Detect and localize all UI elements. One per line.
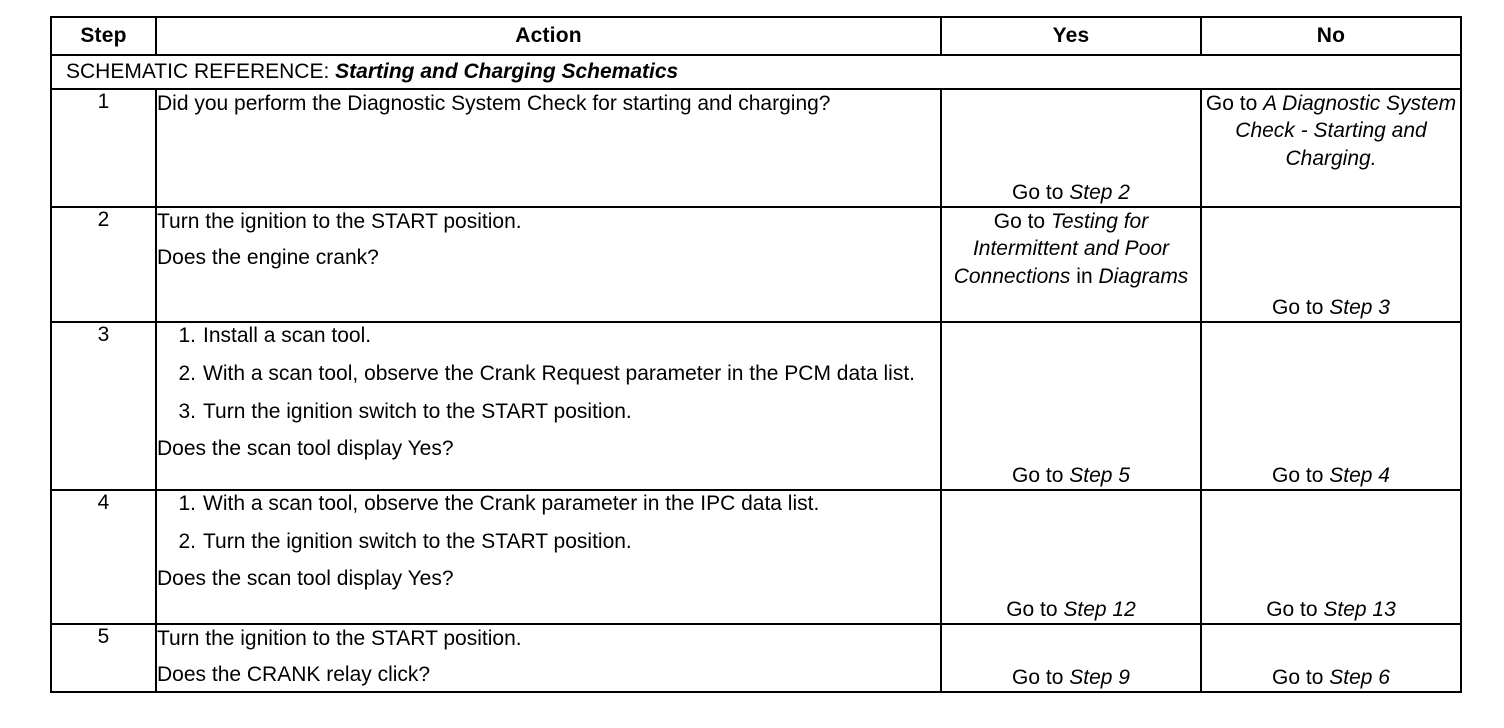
no-prefix: Go to: [1205, 92, 1264, 115]
step-number: 4: [50, 489, 157, 625]
column-header-step: Step: [50, 16, 157, 56]
no-reference: Step 4: [1329, 463, 1390, 487]
yes-reference: Step 5: [1069, 463, 1130, 487]
action-cell: Turn the ignition to the START position.…: [155, 206, 942, 323]
action-text: Turn the ignition to the START position.: [157, 627, 522, 650]
yes-reference: Step 9: [1069, 665, 1130, 689]
list-item: With a scan tool, observe the Crank Requ…: [170, 361, 916, 388]
step-number: 3: [50, 321, 157, 491]
action-cell: With a scan tool, observe the Crank para…: [155, 489, 942, 625]
no-reference: Step 6: [1329, 665, 1390, 689]
action-question: Does the CRANK relay click?: [157, 663, 431, 687]
diagnostic-procedure-table: Step Action Yes No SCHEMATIC REFERENCE: …: [50, 16, 1462, 693]
action-question: Does the scan tool display Yes?: [157, 566, 454, 590]
yes-reference: Step 2: [1069, 180, 1130, 204]
action-step-list: With a scan tool, observe the Crank para…: [157, 491, 940, 556]
yes-reference: Testing for Intermittent and Poor Connec…: [953, 210, 1170, 288]
action-step-list: Install a scan tool. With a scan tool, o…: [157, 323, 940, 426]
list-item: Turn the ignition switch to the START po…: [170, 399, 632, 426]
yes-prefix: Go to: [1006, 597, 1064, 621]
action-question: Does the engine crank?: [157, 246, 379, 270]
table-row: 2 Turn the ignition to the START positio…: [50, 206, 1462, 323]
step-number: 5: [50, 623, 157, 693]
no-cell: Go to A Diagnostic System Check - Starti…: [1200, 88, 1462, 208]
no-cell: Go to Step 3: [1200, 206, 1462, 323]
no-prefix: Go to: [1266, 597, 1324, 621]
column-header-no: No: [1200, 16, 1462, 56]
table-row: 4 With a scan tool, observe the Crank pa…: [50, 489, 1462, 625]
yes-cell: Go to Step 12: [940, 489, 1202, 625]
schematic-reference-cell: SCHEMATIC REFERENCE: Starting and Chargi…: [50, 54, 1462, 90]
action-cell: Install a scan tool. With a scan tool, o…: [155, 321, 942, 491]
yes-cell: Go to Testing for Intermittent and Poor …: [940, 206, 1202, 323]
column-header-yes: Yes: [940, 16, 1202, 56]
no-reference: A Diagnostic System Check - Starting and…: [1235, 92, 1457, 170]
no-prefix: Go to: [1272, 665, 1330, 689]
table-row: 3 Install a scan tool. With a scan tool,…: [50, 321, 1462, 491]
no-cell: Go to Step 4: [1200, 321, 1462, 491]
yes-mid: in: [1070, 264, 1099, 288]
step-number: 2: [50, 206, 157, 323]
list-item: Turn the ignition switch to the START po…: [170, 529, 632, 556]
no-cell: Go to Step 6: [1200, 623, 1462, 693]
yes-reference-secondary: Diagrams: [1098, 264, 1189, 288]
no-cell: Go to Step 13: [1200, 489, 1462, 625]
no-prefix: Go to: [1272, 463, 1330, 487]
yes-prefix: Go to: [1012, 463, 1070, 487]
schematic-reference-value: Starting and Charging Schematics: [335, 60, 679, 83]
no-reference: Step 13: [1323, 597, 1396, 621]
table-row: 1 Did you perform the Diagnostic System …: [50, 88, 1462, 208]
yes-cell: Go to Step 5: [940, 321, 1202, 491]
yes-prefix: Go to: [993, 210, 1051, 233]
schematic-reference-label: SCHEMATIC REFERENCE:: [66, 60, 330, 83]
action-text: Turn the ignition to the START position.: [157, 210, 522, 233]
action-text: Did you perform the Diagnostic System Ch…: [157, 92, 831, 115]
action-cell: Turn the ignition to the START position.…: [155, 623, 942, 693]
list-item: With a scan tool, observe the Crank para…: [170, 491, 820, 518]
table-header-row: Step Action Yes No: [50, 16, 1462, 56]
table-row: 5 Turn the ignition to the START positio…: [50, 623, 1462, 693]
column-header-action: Action: [155, 16, 942, 56]
yes-prefix: Go to: [1012, 665, 1070, 689]
yes-cell: Go to Step 9: [940, 623, 1202, 693]
no-prefix: Go to: [1272, 295, 1330, 319]
schematic-reference-row: SCHEMATIC REFERENCE: Starting and Chargi…: [50, 54, 1462, 90]
yes-reference: Step 12: [1063, 597, 1136, 621]
no-reference: Step 3: [1329, 295, 1390, 319]
action-cell: Did you perform the Diagnostic System Ch…: [155, 88, 942, 208]
yes-cell: Go to Step 2: [940, 88, 1202, 208]
step-number: 1: [50, 88, 157, 208]
action-question: Does the scan tool display Yes?: [157, 436, 454, 460]
list-item: Install a scan tool.: [170, 323, 372, 350]
yes-prefix: Go to: [1012, 180, 1070, 204]
